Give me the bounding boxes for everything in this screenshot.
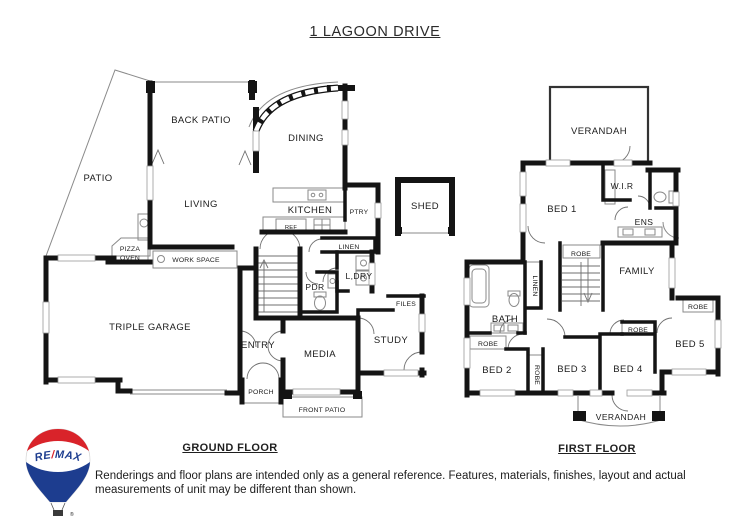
first-floor-posts <box>573 411 665 421</box>
room-label-pantry: PTRY <box>350 209 369 216</box>
room-label-entry: ENTRY <box>241 340 275 351</box>
room-label-robe-bed1: ROBE <box>571 251 591 258</box>
room-label-kitchen: KITCHEN <box>288 205 333 216</box>
room-label-triple-garage: TRIPLE GARAGE <box>109 322 191 333</box>
ground-floor-windows <box>42 100 426 396</box>
remax-balloon-logo: RE/MAX ® <box>25 428 91 518</box>
first-floor-walls <box>464 160 721 398</box>
room-label-robe-bed5: ROBE <box>688 304 708 311</box>
basket-ropes <box>50 502 66 511</box>
room-label-bath: BATH <box>492 314 518 325</box>
room-label-front-patio: FRONT PATIO <box>299 407 346 414</box>
dining-curved-wall <box>252 84 339 133</box>
balloon-basket <box>53 510 63 516</box>
room-label-verandah-top: VERANDAH <box>571 126 627 137</box>
disclaimer-text: Renderings and floor plans are intended … <box>95 470 686 497</box>
first-floor-plan: VERANDAH BED 1 W.I.R ENS ROBE FAMILY LIN… <box>463 85 722 427</box>
room-label-work-space: WORK SPACE <box>172 257 220 264</box>
room-label-bed1: BED 1 <box>547 204 576 215</box>
room-label-robe-mid: ROBE <box>533 365 540 385</box>
room-label-linen-ff: LINEN <box>531 275 538 296</box>
room-label-pizza: PIZZA <box>120 246 141 253</box>
registered-mark: ® <box>70 511 74 518</box>
first-floor-label: FIRST FLOOR <box>558 443 636 455</box>
room-label-bed5: BED 5 <box>675 339 704 350</box>
room-label-verandah-bottom: VERANDAH <box>596 412 646 422</box>
balloon-bottom-blue <box>26 462 90 502</box>
room-label-porch: PORCH <box>248 389 274 396</box>
room-label-living: LIVING <box>184 199 218 210</box>
room-label-robe-bed4: ROBE <box>628 327 648 334</box>
room-label-family: FAMILY <box>619 266 655 277</box>
room-label-media: MEDIA <box>304 349 336 360</box>
balloon-top-red <box>27 429 89 451</box>
room-label-ens: ENS <box>635 217 654 227</box>
room-label-back-patio: BACK PATIO <box>171 115 231 126</box>
room-label-powder: PDR <box>305 282 324 292</box>
ground-floor-outlines <box>45 69 450 418</box>
remax-wordmark: RE/MAX <box>34 449 83 464</box>
page-title: 1 LAGOON DRIVE <box>309 24 441 40</box>
room-label-bed4: BED 4 <box>613 364 642 375</box>
ground-floor-posts <box>146 81 455 399</box>
room-label-study: STUDY <box>374 335 408 346</box>
ground-floor-label: GROUND FLOOR <box>182 442 278 454</box>
room-label-robe-bed2: ROBE <box>478 341 498 348</box>
room-label-bed3: BED 3 <box>557 364 586 375</box>
room-label-patio: PATIO <box>83 173 112 184</box>
room-label-shed: SHED <box>411 201 439 212</box>
room-label-laundry: L,DRY <box>346 271 373 281</box>
room-label-files: FILES <box>396 301 416 308</box>
ground-floor-plan: PATIO BACK PATIO DINING LIVING KITCHEN P… <box>42 69 455 418</box>
first-floor-windows <box>463 159 722 397</box>
room-label-oven: OVEN <box>120 255 140 262</box>
room-label-bed2: BED 2 <box>482 365 511 376</box>
ground-floor-walls <box>43 80 455 405</box>
room-label-linen-gf: LINEN <box>338 244 359 251</box>
room-label-wir: W.I.R <box>611 181 634 191</box>
room-label-dining: DINING <box>288 133 324 144</box>
room-label-ref: REF <box>285 225 297 231</box>
